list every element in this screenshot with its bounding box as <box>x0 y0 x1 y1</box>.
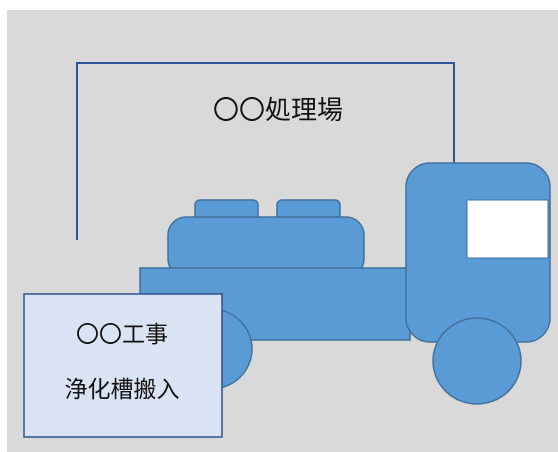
construction-sign <box>23 293 223 438</box>
cab-window <box>466 199 549 259</box>
sign-line-2: 浄化槽搬入 <box>65 377 180 403</box>
facility-boundary <box>76 62 455 240</box>
sign-line-1: 〇〇工事 <box>76 322 168 348</box>
facility-label: 〇〇処理場 <box>213 96 343 126</box>
front-wheel <box>432 317 522 405</box>
